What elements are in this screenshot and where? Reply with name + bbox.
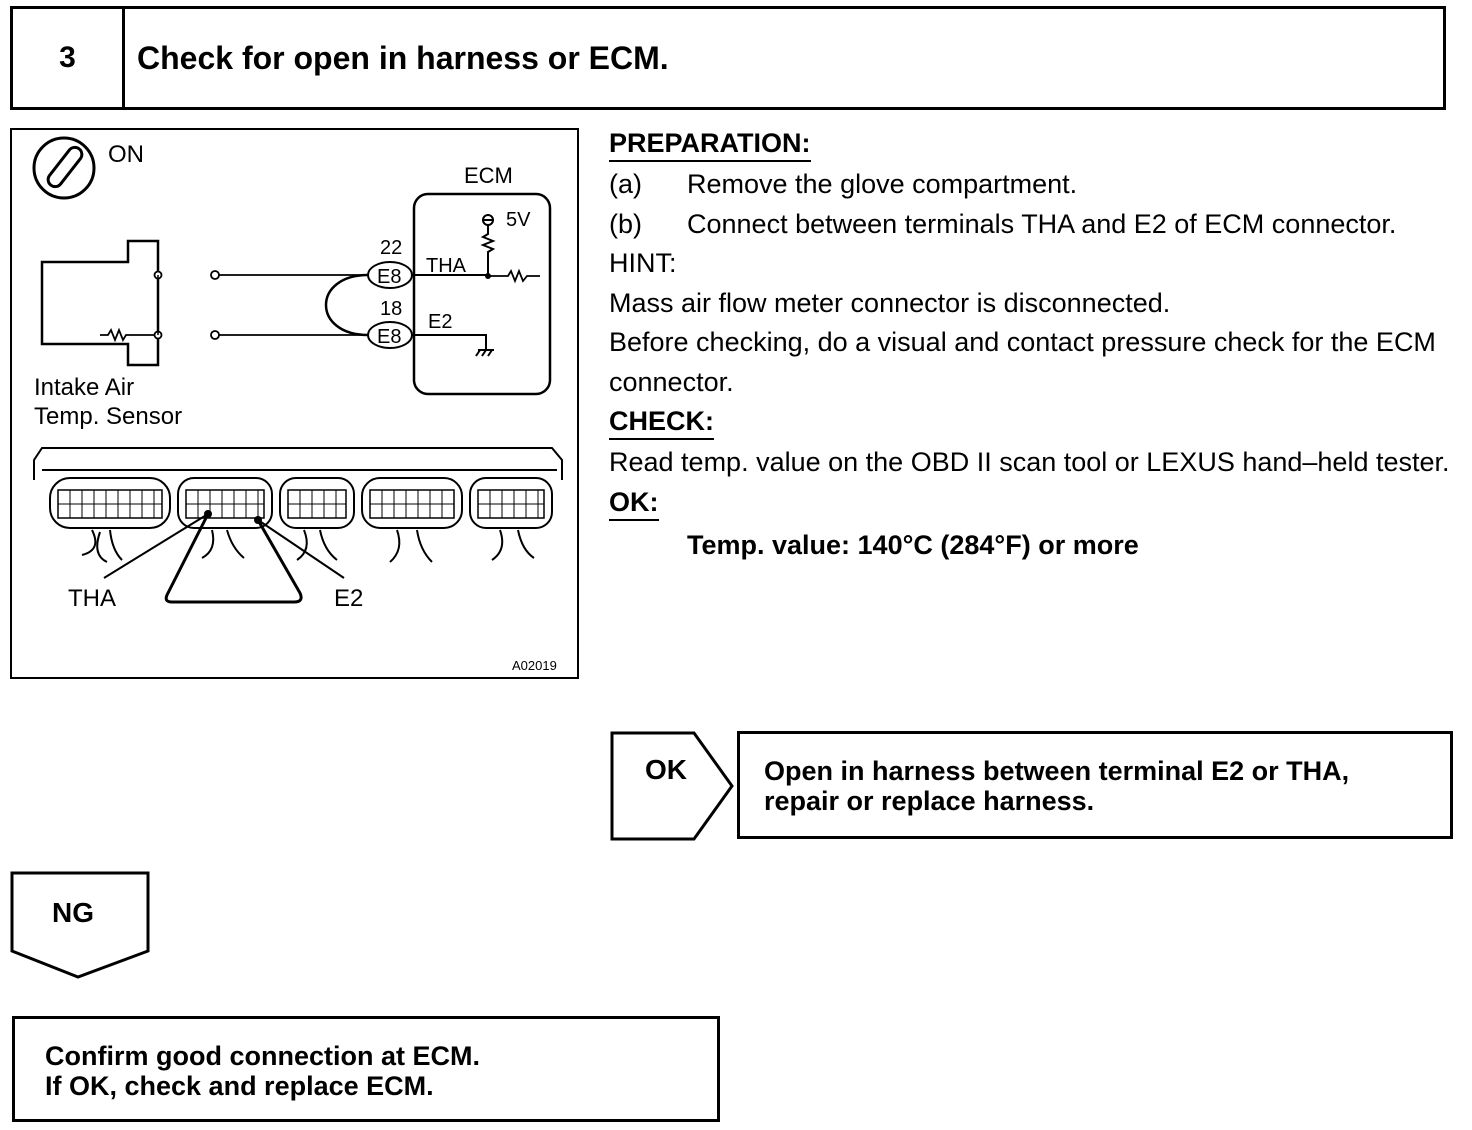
ecm-connector-block	[33, 447, 563, 563]
ecm-box	[412, 192, 552, 396]
ok-tag-shape	[610, 731, 734, 841]
check-heading: CHECK:	[609, 404, 714, 440]
pin-tha-number: 22	[380, 237, 402, 259]
ignition-switch-icon	[32, 136, 96, 200]
step-title: Check for open in harness or ECM.	[137, 39, 669, 76]
lower-tha-label: THA	[68, 585, 116, 612]
prep-step-a: (a) Remove the glove compartment.	[609, 165, 1459, 205]
ok-result-box: Open in harness between terminal E2 or T…	[737, 731, 1453, 839]
step-header: 3 Check for open in harness or ECM.	[10, 6, 1446, 110]
prep-step-a-label: (a)	[609, 169, 642, 199]
prep-step-a-text: Remove the glove compartment.	[687, 169, 1078, 199]
ok-heading: OK:	[609, 485, 659, 521]
ecm-label: ECM	[464, 163, 513, 188]
lower-e2-label: E2	[334, 585, 363, 612]
e2-label: E2	[428, 311, 452, 333]
test-jumper-loop	[164, 513, 303, 604]
ng-result-box: Confirm good connection at ECM. If OK, c…	[12, 1016, 720, 1122]
tha-label: THA	[426, 255, 467, 277]
step-number: 3	[13, 9, 125, 107]
diagram-svg: ON ECM 5V 22 E8 THA 18 E8 E2	[32, 136, 563, 673]
sensor-label-line2: Temp. Sensor	[34, 403, 182, 430]
ground-icon	[475, 349, 494, 357]
pin-e2-number: 18	[380, 298, 402, 320]
ignition-label: ON	[108, 141, 144, 168]
connector-code-e2: E8	[377, 326, 401, 348]
ok-result-line1: Open in harness between terminal E2 or T…	[764, 756, 1350, 786]
ok-tag-label: OK	[645, 754, 687, 785]
prep-step-b: (b) Connect between terminals THA and E2…	[609, 205, 1459, 245]
ng-result-line2: If OK, check and replace ECM.	[45, 1071, 434, 1101]
preparation-heading: PREPARATION:	[609, 126, 811, 162]
hint-line-2: Before checking, do a visual and contact…	[609, 327, 1436, 397]
check-text: Read temp. value on the OBD II scan tool…	[609, 447, 1450, 477]
pullup-resistor	[480, 225, 496, 276]
intake-air-temp-sensor	[40, 239, 160, 367]
sensor-label-line1: Intake Air	[34, 374, 134, 401]
connector-code-tha: E8	[377, 266, 401, 288]
ng-result-line1: Confirm good connection at ECM.	[45, 1041, 480, 1071]
hint-line-1: Mass air flow meter connector is disconn…	[609, 287, 1171, 318]
figure-code: A02019	[512, 658, 557, 673]
ng-tag-label: NG	[52, 897, 94, 928]
instructions: PREPARATION: (a) Remove the glove compar…	[609, 124, 1459, 565]
hint-heading: HINT:	[609, 248, 677, 278]
ng-tag-shape	[10, 871, 150, 979]
jumper-wire	[324, 273, 369, 337]
prep-step-b-text: Connect between terminals THA and E2 of …	[687, 208, 1397, 239]
prep-step-b-label: (b)	[609, 208, 642, 239]
wiring-diagram: ON ECM 5V 22 E8 THA 18 E8 E2	[10, 128, 579, 679]
voltage-label: 5V	[506, 209, 531, 231]
ok-result-line2: repair or replace harness.	[764, 786, 1095, 816]
ok-spec: Temp. value: 140°C (284°F) or more	[687, 529, 1139, 560]
